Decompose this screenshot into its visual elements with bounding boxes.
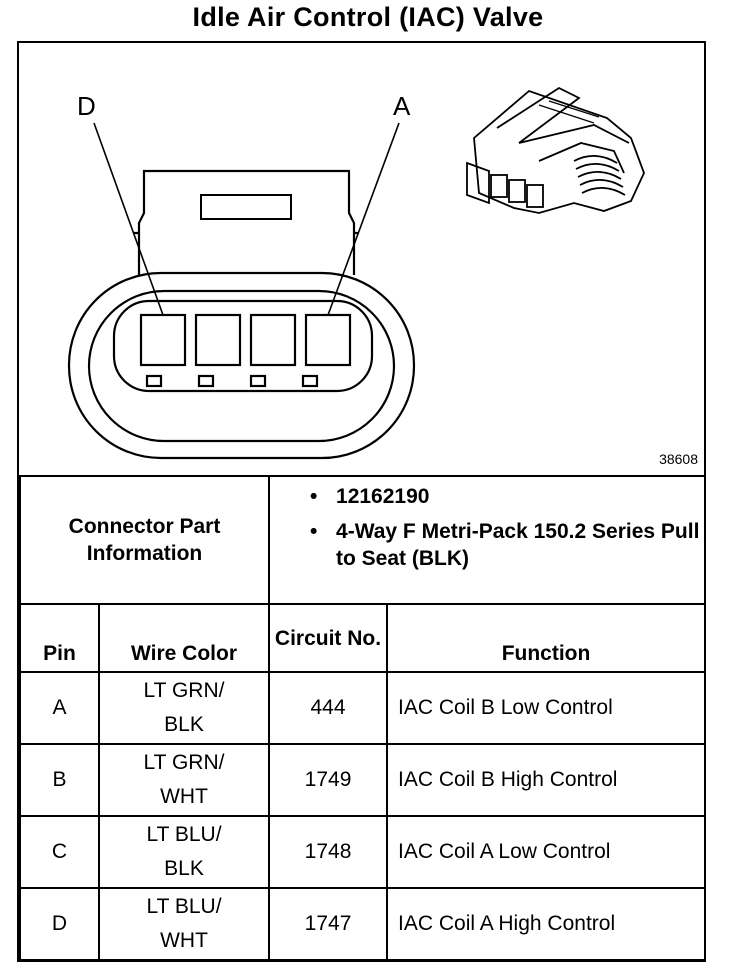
figure-number: 38608 bbox=[659, 451, 698, 467]
wire-color-cell: LT GRN/WHT bbox=[97, 743, 271, 817]
pin-label-a: A bbox=[393, 91, 411, 121]
connector-latch-block bbox=[137, 169, 356, 275]
pin-cavity-b bbox=[249, 313, 297, 367]
table-row: B LT GRN/WHT 1749 IAC Coil B High Contro… bbox=[19, 743, 707, 817]
connector-info-row: Connector Part Information 12162190 4-Wa… bbox=[18, 475, 707, 605]
circuit-cell: 1749 bbox=[268, 743, 389, 817]
wire-color-line1: LT GRN/ bbox=[143, 679, 225, 702]
connector-outer-shell bbox=[67, 271, 416, 460]
wire-color-line1: LT GRN/ bbox=[143, 751, 225, 774]
connector-diagram: D A bbox=[19, 43, 704, 475]
header-circuit: Circuit No. bbox=[268, 603, 389, 673]
wire-color-cell: LT GRN/BLK bbox=[97, 671, 271, 745]
function-cell: IAC Coil B High Control bbox=[386, 743, 707, 817]
function-cell: IAC Coil A High Control bbox=[386, 887, 707, 961]
circuit-cell: 1747 bbox=[268, 887, 389, 961]
connector-part-number: 12162190 bbox=[270, 483, 704, 510]
pin-cell: A bbox=[19, 671, 100, 745]
latch-window bbox=[200, 194, 292, 220]
connector-cavity bbox=[112, 299, 374, 393]
circuit-cell: 444 bbox=[268, 671, 389, 745]
pin-cavity-c bbox=[194, 313, 242, 367]
header-pin: Pin bbox=[19, 603, 100, 673]
pin-cavity-d bbox=[139, 313, 187, 367]
page-title: Idle Air Control (IAC) Valve bbox=[192, 2, 544, 32]
leader-line-d bbox=[93, 122, 164, 316]
pin-cell: C bbox=[19, 815, 100, 889]
circuit-cell: 1748 bbox=[268, 815, 389, 889]
connector-drawing: D A bbox=[67, 86, 645, 460]
connector-info-label: Connector Part Information bbox=[18, 475, 271, 605]
pin-label-d: D bbox=[77, 91, 96, 121]
leader-line-a bbox=[327, 122, 400, 316]
wire-color-line1: LT BLU/ bbox=[146, 823, 222, 846]
table-row: A LT GRN/BLK 444 IAC Coil B Low Control bbox=[19, 671, 707, 745]
wire-color-line1: LT BLU/ bbox=[146, 895, 222, 918]
header-wire-color: Wire Color bbox=[97, 603, 271, 673]
table-header-row: Pin Wire Color Circuit No. Function bbox=[19, 603, 707, 673]
wire-color-cell: LT BLU/BLK bbox=[97, 815, 271, 889]
wire-color-line2: BLK bbox=[164, 713, 204, 736]
connector-table: Connector Part Information 12162190 4-Wa… bbox=[18, 475, 707, 961]
table-row: C LT BLU/BLK 1748 IAC Coil A Low Control bbox=[19, 815, 707, 889]
wire-color-line2: WHT bbox=[160, 929, 208, 952]
pin-cell: B bbox=[19, 743, 100, 817]
wire-color-cell: LT BLU/WHT bbox=[97, 887, 271, 961]
header-function: Function bbox=[386, 603, 707, 673]
table-row: D LT BLU/WHT 1747 IAC Coil A High Contro… bbox=[19, 887, 707, 961]
function-cell: IAC Coil A Low Control bbox=[386, 815, 707, 889]
pin-cell: D bbox=[19, 887, 100, 961]
connector-info-list: 12162190 4-Way F Metri-Pack 150.2 Series… bbox=[268, 475, 707, 605]
pin-cavity-a bbox=[304, 313, 352, 367]
connector-description: 4-Way F Metri-Pack 150.2 Series Pull to … bbox=[270, 518, 704, 572]
connector-inner-shell bbox=[87, 289, 396, 443]
function-cell: IAC Coil B Low Control bbox=[386, 671, 707, 745]
wire-color-line2: BLK bbox=[164, 857, 204, 880]
connector-isometric-view bbox=[466, 86, 645, 214]
wire-color-line2: WHT bbox=[160, 785, 208, 808]
